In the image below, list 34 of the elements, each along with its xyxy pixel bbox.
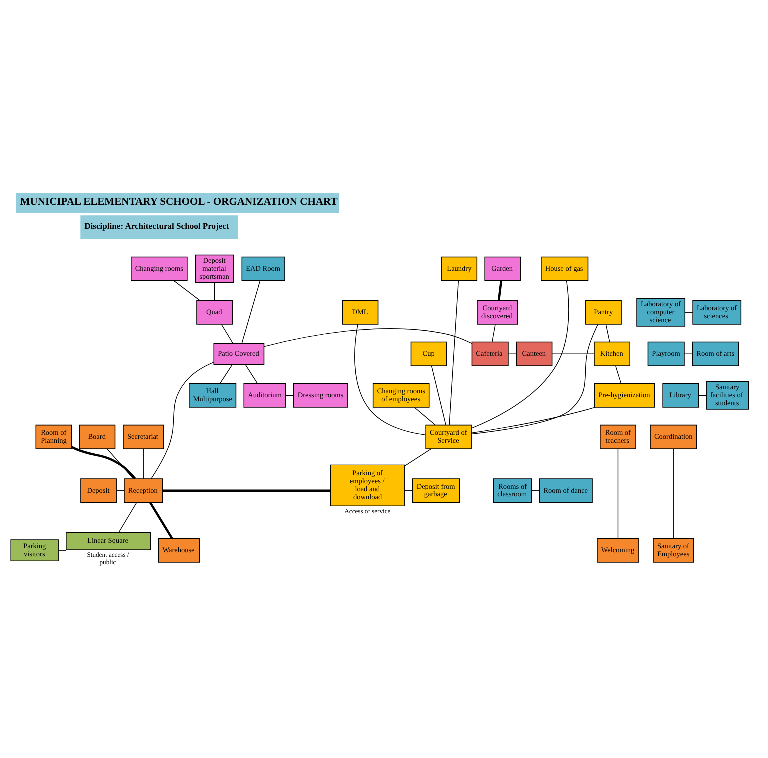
connector — [71, 446, 136, 480]
connector — [118, 502, 138, 533]
connector — [162, 489, 331, 492]
connector — [107, 448, 134, 479]
connector — [471, 324, 598, 434]
connector — [404, 448, 432, 466]
connector — [245, 364, 258, 384]
connector — [498, 280, 503, 300]
connector — [615, 365, 622, 384]
connector — [214, 282, 216, 300]
connector — [532, 490, 540, 491]
connector — [404, 490, 414, 491]
connector — [264, 328, 472, 347]
connector — [242, 280, 261, 344]
connector — [220, 364, 234, 384]
label: Discipline: Architectural School Project — [84, 220, 230, 231]
connector — [174, 280, 200, 300]
connector — [449, 280, 459, 426]
connector — [492, 324, 496, 342]
connector — [431, 365, 446, 426]
connector — [414, 406, 436, 426]
connector — [471, 406, 596, 434]
connector — [552, 353, 595, 354]
connector — [606, 324, 610, 342]
connector — [143, 448, 144, 479]
connector — [151, 362, 214, 479]
diagram-title: MUNICIPAL ELEMENTARY SCHOOL - ORGANIZATION CHART — [20, 196, 338, 208]
connector — [673, 448, 674, 539]
connector — [116, 490, 125, 491]
connector — [221, 324, 234, 344]
connector — [618, 448, 619, 539]
connector — [471, 280, 570, 428]
connector — [150, 502, 174, 539]
connector — [354, 324, 426, 436]
